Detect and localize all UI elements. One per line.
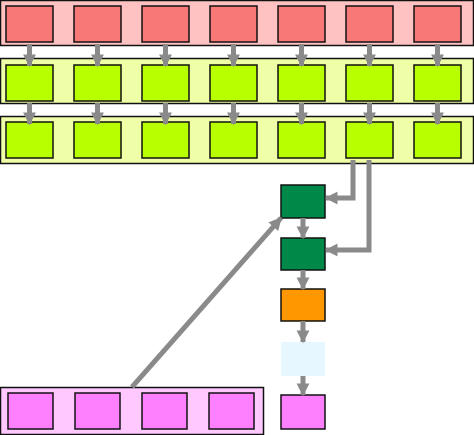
bottom-row-box-2	[74, 392, 121, 430]
top-row-box-1	[5, 5, 54, 43]
orange-node	[280, 288, 326, 322]
third-row-box-1	[5, 121, 54, 159]
second-row-box-2	[73, 64, 122, 102]
dark-green-node-2	[280, 237, 326, 271]
arrow-bottom-row-to-chain-1	[130, 216, 283, 389]
third-row-box-3	[141, 121, 190, 159]
second-row-box-1	[5, 64, 54, 102]
bottom-row-box-1	[7, 392, 54, 430]
third-row-box-6	[345, 121, 394, 159]
bottom-row-box-3	[141, 392, 188, 430]
second-row-box-3	[141, 64, 190, 102]
arrow-row3-to-chain-2	[324, 160, 372, 257]
top-row-box-4	[209, 5, 258, 43]
third-row-box-7	[413, 121, 462, 159]
top-row-box-7	[413, 5, 462, 43]
second-row-box-4	[209, 64, 258, 102]
top-row-box-6	[345, 5, 394, 43]
third-row-box-4	[209, 121, 258, 159]
light-blue-node	[281, 342, 325, 376]
top-row-box-3	[141, 5, 190, 43]
bottom-row-box-4	[208, 392, 255, 430]
second-row-box-6	[345, 64, 394, 102]
second-row-box-5	[277, 64, 326, 102]
third-row-box-2	[73, 121, 122, 159]
arrow-row3-to-chain-1	[324, 160, 356, 205]
third-row-box-5	[277, 121, 326, 159]
second-row-box-7	[413, 64, 462, 102]
top-row-box-2	[73, 5, 122, 43]
dark-green-node-1	[280, 184, 326, 219]
top-row-box-5	[277, 5, 326, 43]
magenta-node	[280, 394, 326, 430]
